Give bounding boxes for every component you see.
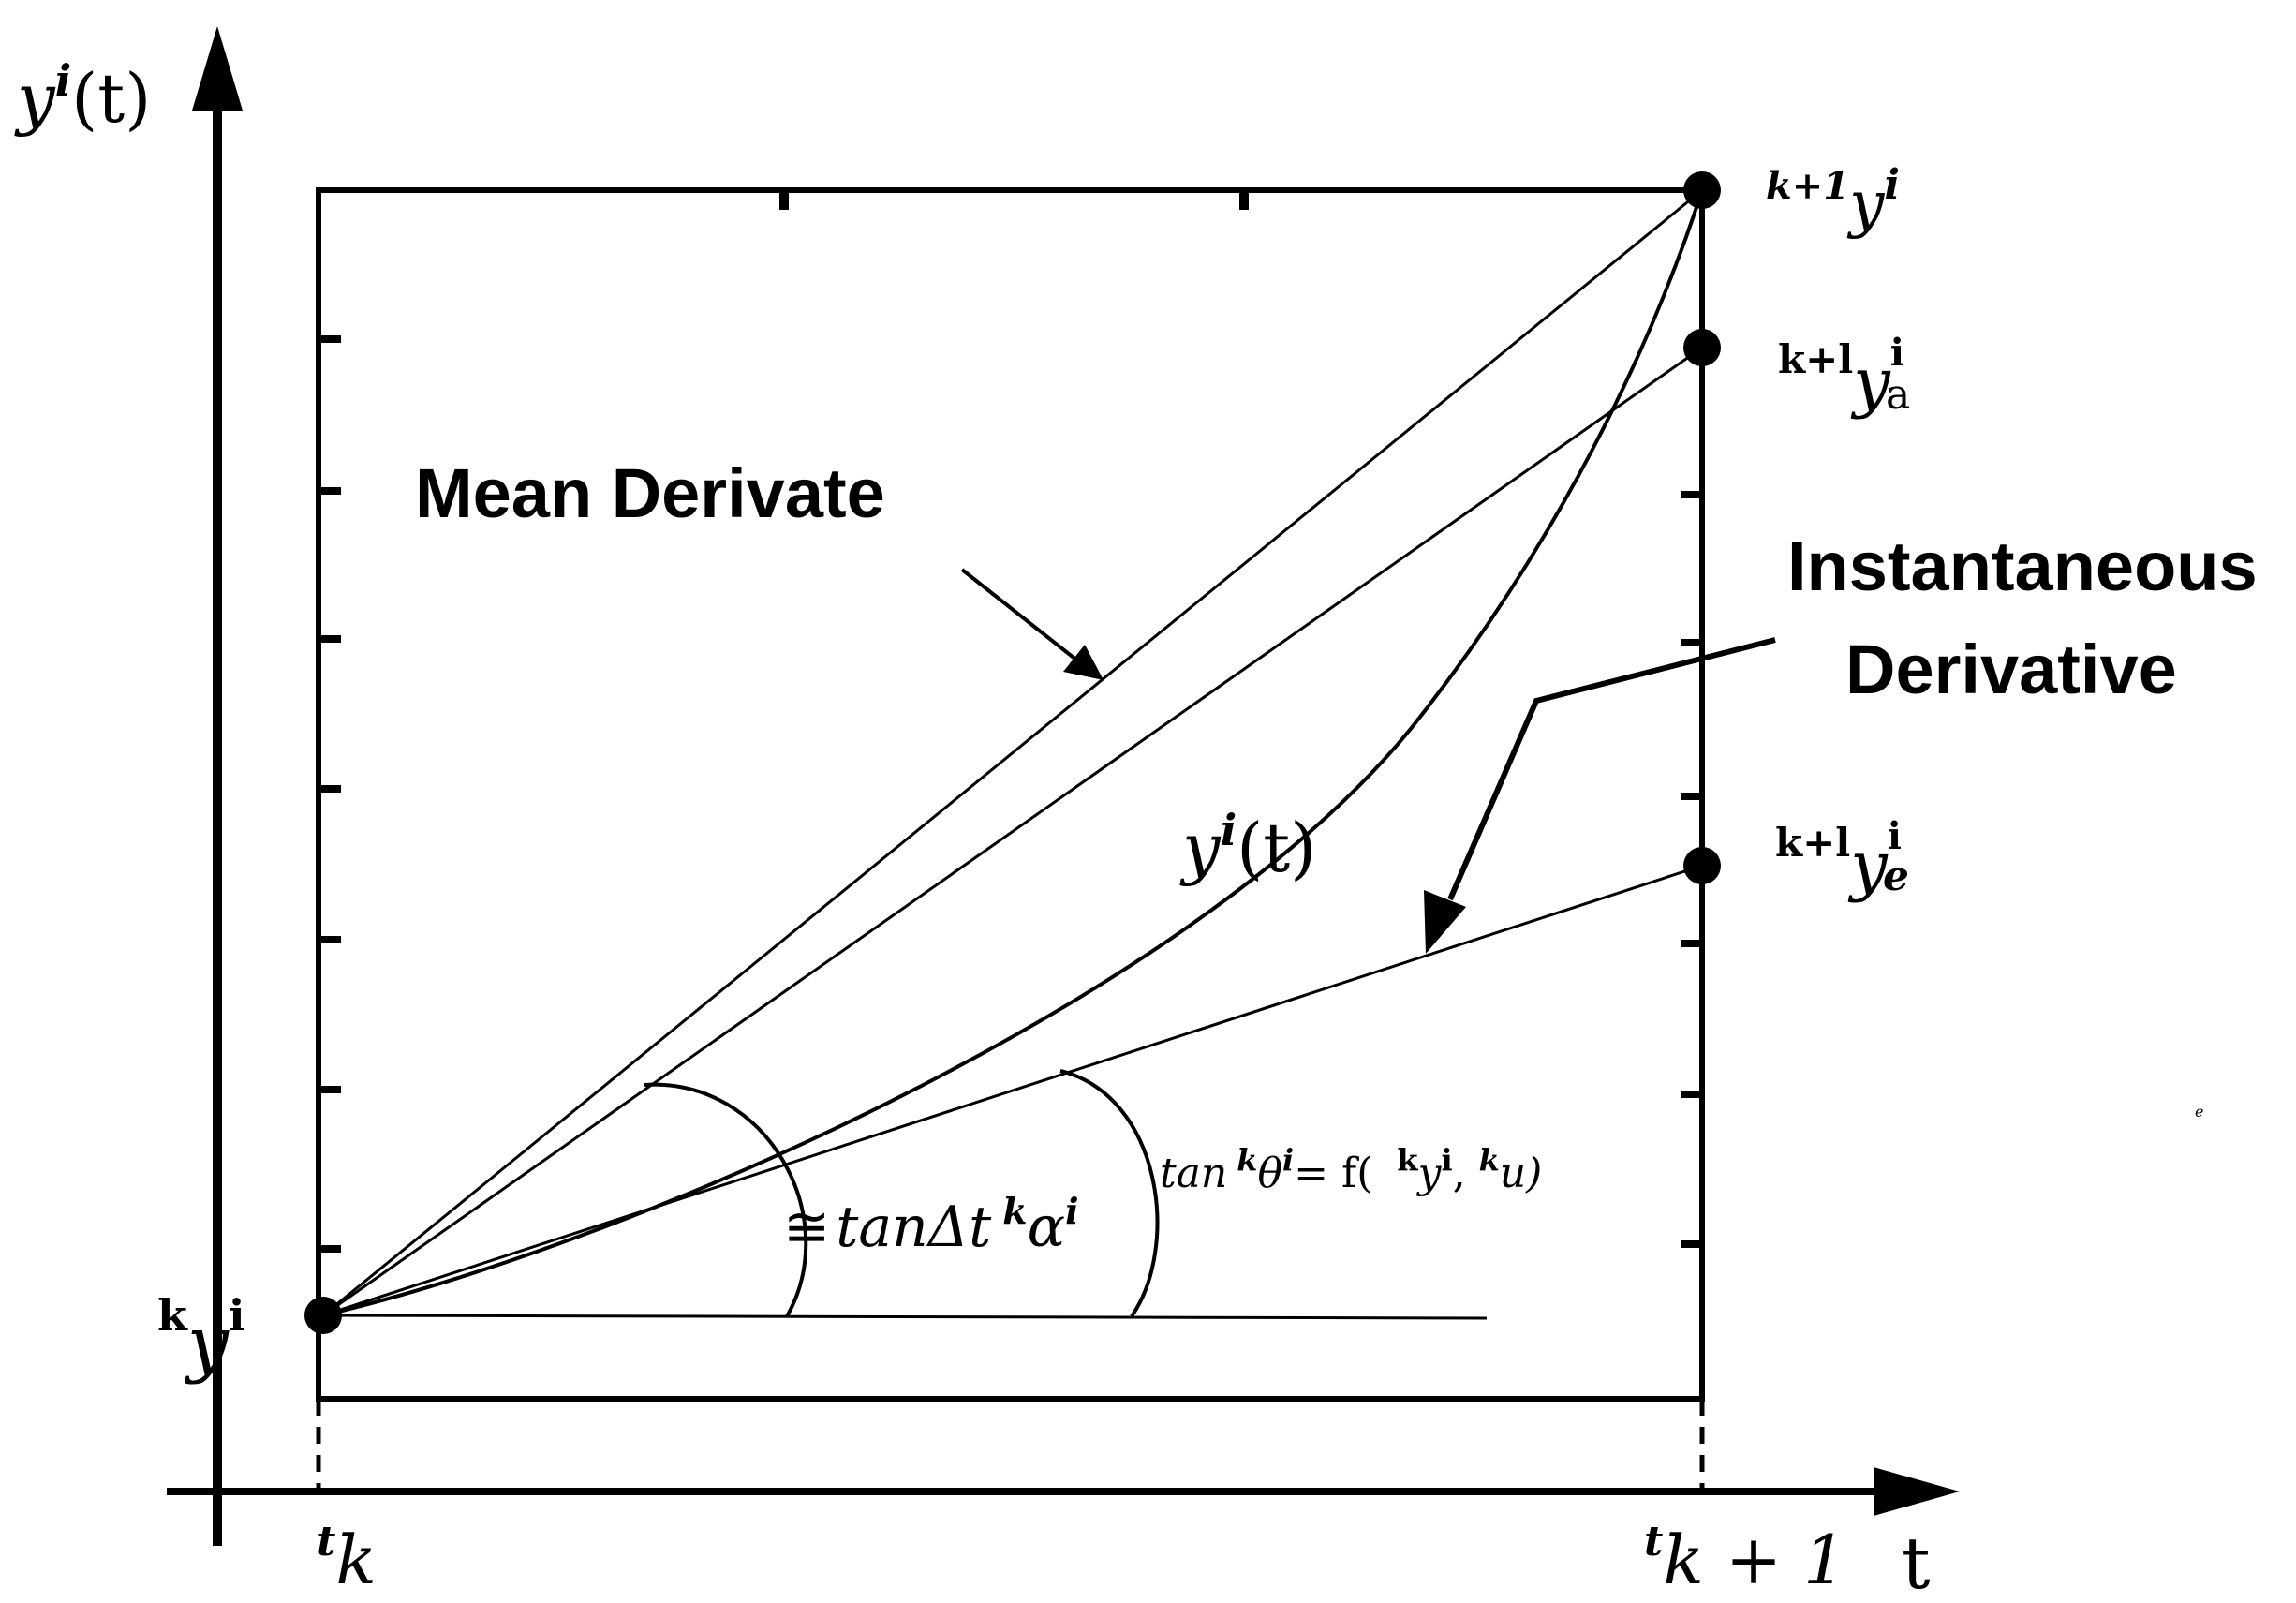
mean-derivate-label: Mean Derivate: [415, 454, 885, 532]
instantaneous-label-line2: Derivative: [1845, 631, 2177, 708]
y-axis-label: yi(t): [14, 55, 151, 138]
instantaneous-label-line1: Instantaneous: [1787, 527, 2258, 605]
right-ticks: [1681, 491, 1702, 1248]
instantaneous-pointer-head: [1424, 890, 1466, 954]
mean-derivate-pointer: [960, 568, 1079, 662]
label-top-point: k+1yi: [1766, 161, 1900, 240]
point-start: [304, 1297, 342, 1334]
alpha-angle-arc: [644, 1082, 808, 1317]
approx-line: [322, 346, 1703, 1317]
instantaneous-derivative-line: [322, 864, 1703, 1317]
point-top: [1683, 171, 1721, 209]
instantaneous-pointer: [1447, 637, 1776, 901]
y-axis-arrowhead: [192, 26, 243, 111]
point-approx: [1683, 329, 1721, 366]
label-start-point: kyi: [157, 1290, 244, 1386]
theta-angle-arc: [1059, 1069, 1160, 1318]
mean-derivate-pointer-head: [1063, 645, 1104, 680]
left-ticks: [318, 335, 341, 1253]
tick-label-tk1: tk + 1: [1644, 1518, 1846, 1599]
solution-curve: [322, 189, 1704, 1317]
stray-mark: e: [2195, 1103, 2203, 1121]
horizontal-reference-line: [322, 1314, 1488, 1320]
x-axis-label: t: [1902, 1521, 1931, 1603]
x-axis-arrowhead: [1874, 1467, 1960, 1516]
point-euler: [1683, 847, 1721, 884]
tick-label-tk: tk: [317, 1518, 377, 1599]
mean-derivate-line: [322, 188, 1703, 1317]
curve-label: yi(t): [1179, 805, 1316, 887]
